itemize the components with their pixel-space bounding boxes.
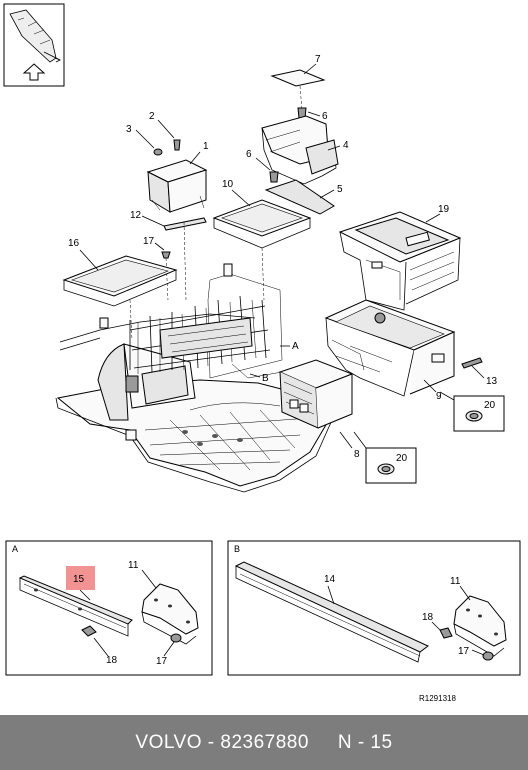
callout-11-b: 11 <box>450 576 461 587</box>
part-7-plate: 7 <box>270 54 326 111</box>
orientation-box <box>3 3 65 87</box>
up-arrow-icon <box>22 63 46 81</box>
callout-6-upper: 6 <box>322 111 328 122</box>
callout-3: 3 <box>126 124 132 135</box>
part-9-cabinet: 9 <box>324 299 456 402</box>
detail-b-label: B <box>234 544 240 554</box>
callout-17-b: 17 <box>458 646 470 657</box>
callout-9: 9 <box>436 391 442 402</box>
callout-15: 15 <box>73 574 85 585</box>
fastener-17: 17 <box>143 236 171 301</box>
footer-separator: - <box>201 731 221 753</box>
footer-part-number: 82367880 <box>220 731 309 753</box>
part-19-console: 19 <box>338 204 462 311</box>
callout-4: 4 <box>343 140 349 151</box>
part-11-bracket-a: 11 <box>128 560 199 645</box>
screw-6-upper: 6 <box>297 107 328 122</box>
callout-10: 10 <box>222 179 234 190</box>
vehicle-orientation-icon <box>9 9 61 63</box>
part-1-housing: 1 <box>146 141 209 213</box>
part-4-holder: 4 <box>261 115 349 185</box>
frame-structure: A B <box>59 263 299 384</box>
callout-12: 12 <box>130 210 142 221</box>
nut-3: 3 <box>126 124 163 156</box>
callout-17: 17 <box>143 236 155 247</box>
detail-view-b: B 14 11 18 17 <box>227 540 521 676</box>
callout-20-upper: 20 <box>484 400 496 411</box>
detail-20-lower: 20 <box>353 431 417 484</box>
callout-19: 19 <box>438 204 450 215</box>
part-15-rail <box>18 575 133 637</box>
callout-20-lower: 20 <box>396 453 408 464</box>
part-8-box: 8 <box>278 359 360 460</box>
part-5-bracket: 5 <box>264 179 343 215</box>
detail-a-label: A <box>12 544 18 554</box>
part-11-bracket-b: 11 <box>450 576 507 657</box>
reference-code: R1291318 <box>419 694 456 703</box>
callout-2: 2 <box>149 111 155 122</box>
callout-16: 16 <box>68 238 80 249</box>
part-16-tray: 16 <box>62 238 178 341</box>
callout-5: 5 <box>337 184 343 195</box>
callout-18-b: 18 <box>422 612 434 623</box>
callout-1: 1 <box>203 141 209 152</box>
parts-diagram: A B 1 2 3 12 17 16 <box>3 3 521 703</box>
part-13-strip: 13 <box>461 357 498 387</box>
footer-bar: VOLVO - 82367880 N - 15 <box>0 715 528 770</box>
screw-6-lower: 6 <box>246 149 279 183</box>
callout-17-a: 17 <box>156 656 168 667</box>
footer-brand: VOLVO <box>135 731 202 753</box>
callout-11-a: 11 <box>128 560 139 571</box>
floor-structure <box>55 343 333 493</box>
callout-6-lower: 6 <box>246 149 252 160</box>
callout-A: A <box>292 341 299 352</box>
callout-13: 13 <box>486 376 498 387</box>
callout-B: B <box>262 373 269 384</box>
callout-14: 14 <box>324 574 336 585</box>
part-14-rail: 14 <box>234 561 429 663</box>
highlight-15 <box>66 566 95 590</box>
callout-7: 7 <box>315 54 321 65</box>
nut-17-b: 17 <box>458 646 494 661</box>
part-10-tray: 10 <box>212 179 312 301</box>
detail-view-a: A 15 11 18 17 <box>5 540 213 676</box>
callout-18-a: 18 <box>106 655 118 666</box>
screw-2: 2 <box>149 111 181 151</box>
detail-20-upper: 20 <box>439 391 505 432</box>
footer-gap <box>309 732 338 754</box>
footer-page: N - 15 <box>337 731 393 753</box>
part-12-bracket: 12 <box>130 210 207 301</box>
screw-18-a: 18 <box>81 625 118 666</box>
screw-18-b: 18 <box>422 612 453 639</box>
callout-8: 8 <box>354 449 360 460</box>
nut-17-a: 17 <box>156 633 182 667</box>
